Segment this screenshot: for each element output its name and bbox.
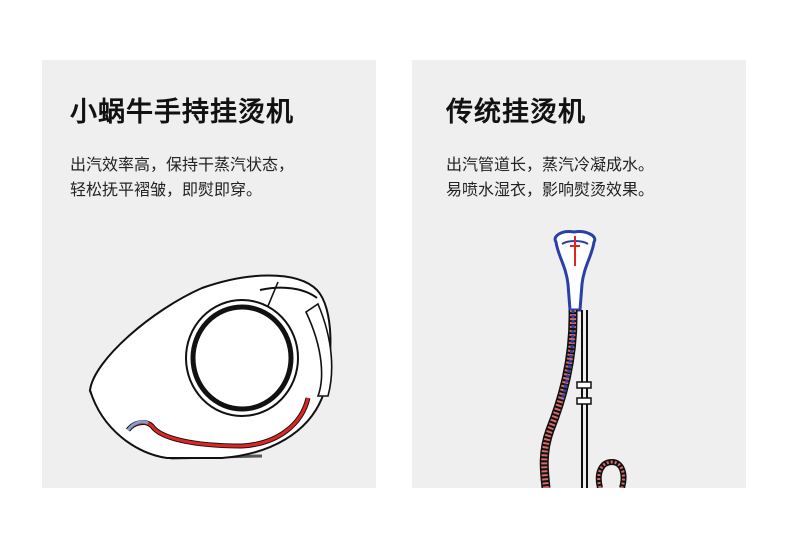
card-title: 传统挂烫机 [446,97,586,128]
card-description-line: 出汽管道长，蒸汽冷凝成水。 [446,155,655,174]
card-description: 出汽效率高，保持干蒸汽状态， 轻松抚平褶皱，即熨即穿。 [70,152,294,202]
card-description-line: 易喷水湿衣，影响熨烫效果。 [446,180,655,199]
card-description: 出汽管道长，蒸汽冷凝成水。 易喷水湿衣，影响熨烫效果。 [446,152,654,202]
garment-steamer-icon [539,230,627,488]
card-description-line: 轻松抚平褶皱，即熨即穿。 [70,180,263,199]
card-title: 小蜗牛手持挂烫机 [70,97,294,128]
card-description-line: 出汽效率高，保持干蒸汽状态， [70,155,295,174]
comparison-card-traditional: 传统挂烫机 出汽管道长，蒸汽冷凝成水。 易喷水湿衣，影响熨烫效果。 [412,60,746,488]
comparison-card-handheld: 小蜗牛手持挂烫机 出汽效率高，保持干蒸汽状态， 轻松抚平褶皱，即熨即穿。 [42,60,376,488]
handheld-steamer-icon [88,274,333,460]
